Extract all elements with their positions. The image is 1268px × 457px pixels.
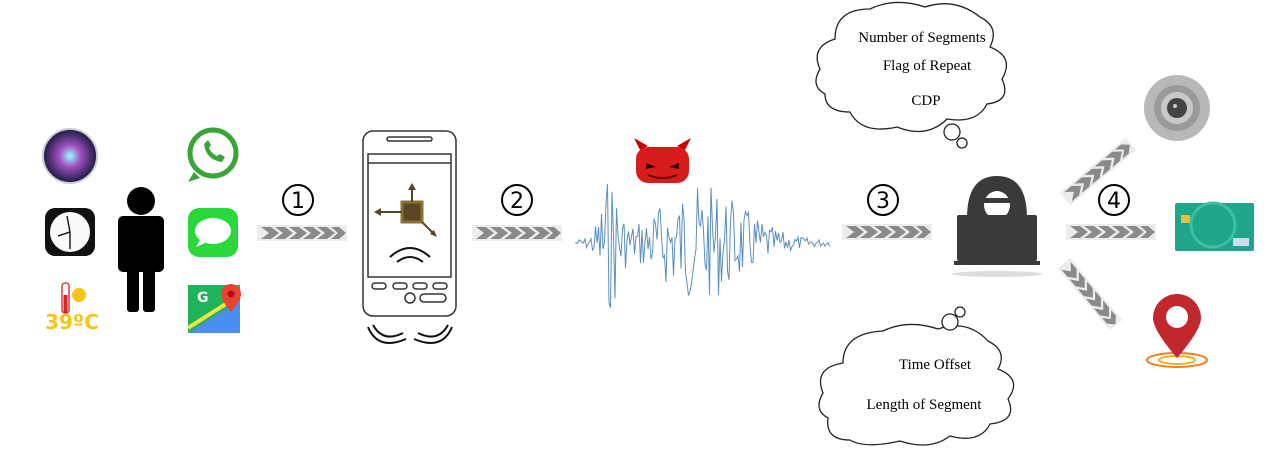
thought-cloud-top: Number of Segments Flag of Repeat CDP <box>815 1 1008 149</box>
google-maps-icon: G <box>186 284 241 333</box>
camera-icon <box>1144 75 1210 141</box>
step-3-number: 3 <box>876 189 890 214</box>
step-1-number: 1 <box>291 189 305 214</box>
step-2-number: 2 <box>510 189 524 214</box>
cloud-bottom-line-2: Length of Segment <box>867 397 983 413</box>
messages-icon <box>188 208 238 257</box>
whatsapp-icon <box>187 127 239 182</box>
arrow-step-4-card <box>1066 224 1156 240</box>
temperature-icon: 39ºC <box>45 282 99 334</box>
credit-card-icon <box>1175 201 1254 251</box>
siri-icon <box>42 128 98 184</box>
arrow-step-3 <box>842 224 932 240</box>
cloud-top-line-3: CDP <box>911 93 940 109</box>
maps-g-glyph: G <box>197 290 209 306</box>
arrow-step-4-location <box>1057 258 1123 331</box>
person-icon <box>118 187 164 312</box>
step-3-marker: 3 <box>867 184 899 216</box>
arrow-step-4-camera <box>1060 138 1136 206</box>
step-4-number: 4 <box>1107 189 1121 214</box>
step-4-marker: 4 <box>1098 184 1130 216</box>
sensor-waveform <box>574 183 830 308</box>
clock-icon <box>45 208 95 256</box>
cloud-top-line-2: Flag of Repeat <box>883 58 972 74</box>
step-1-marker: 1 <box>282 184 314 216</box>
location-pin-icon <box>1146 294 1208 368</box>
temperature-label: 39ºC <box>45 310 99 334</box>
motion-sensor-icon <box>374 183 437 237</box>
arrow-step-1 <box>257 225 347 241</box>
hacker-icon <box>952 176 1042 277</box>
cloud-top-line-1: Number of Segments <box>858 30 986 46</box>
smartphone-icon <box>362 130 457 344</box>
arrow-step-2 <box>472 225 562 241</box>
cloud-bottom-line-1: Time Offset <box>899 357 972 373</box>
step-2-marker: 2 <box>501 184 533 216</box>
malware-devil-icon <box>634 138 691 183</box>
thought-cloud-bottom: Time Offset Length of Segment <box>818 306 1015 446</box>
